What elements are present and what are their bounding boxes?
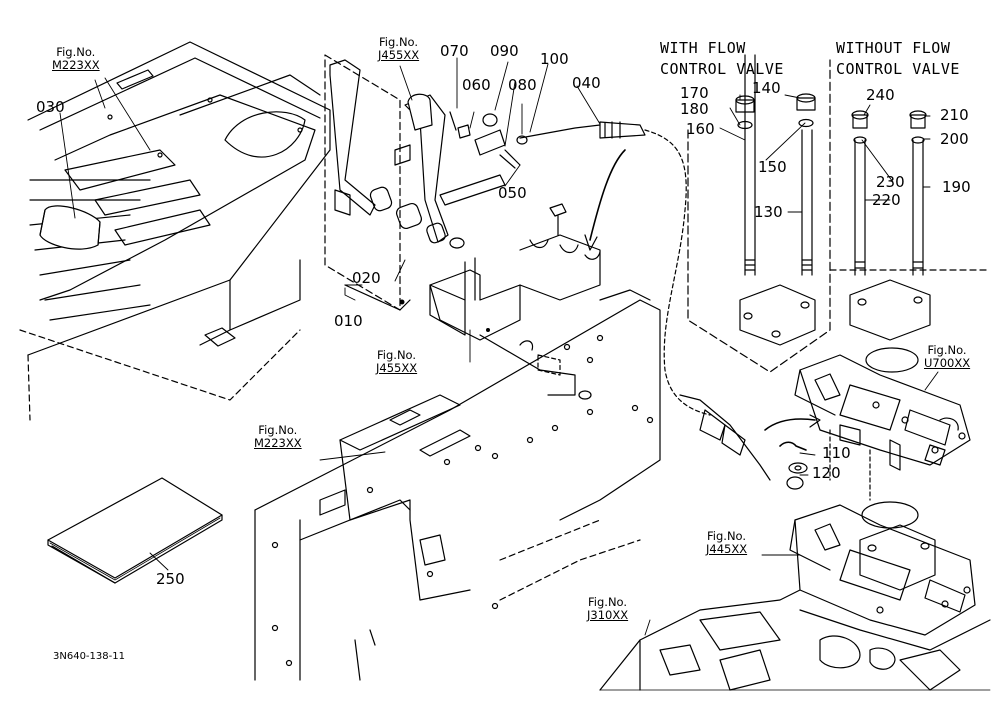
part-label-100: 100 — [540, 50, 569, 68]
part-label-170: 170 — [680, 84, 709, 102]
part-label-190: 190 — [942, 178, 971, 196]
part-label-060: 060 — [462, 76, 491, 94]
with-flow-box — [687, 54, 991, 373]
part-label-110: 110 — [822, 444, 851, 462]
part-label-210: 210 — [940, 106, 969, 124]
fig-ref-m223-mid[interactable]: Fig.No.M223XX — [254, 423, 302, 450]
part-label-010: 010 — [334, 312, 363, 330]
part-label-180: 180 — [680, 100, 709, 118]
fig-ref-u700[interactable]: Fig.No.U700XX — [924, 343, 971, 370]
without-flow-studs — [851, 110, 927, 276]
fig-ref-j310[interactable]: Fig.No.J310XX — [587, 595, 629, 622]
washer-glyphs — [779, 441, 808, 474]
document-id: 3N640-138-11 — [53, 651, 125, 662]
part-label-040: 040 — [572, 74, 601, 92]
valve-assembly-drawing — [794, 279, 971, 501]
part-label-130: 130 — [754, 203, 783, 221]
cable-drawing — [519, 121, 821, 490]
part-label-090: 090 — [490, 42, 519, 60]
fig-ref-m223-top[interactable]: Fig.No.M223XX — [52, 45, 100, 72]
manual-book-drawing — [47, 477, 223, 584]
part-label-200: 200 — [940, 130, 969, 148]
part-label-070: 070 — [440, 42, 469, 60]
header-without-flow: WITHOUT FLOW CONTROL VALVE — [836, 39, 960, 78]
floor-panel-drawing — [19, 41, 331, 421]
fig-ref-j445[interactable]: Fig.No.J445XX — [706, 529, 748, 556]
part-label-220: 220 — [872, 191, 901, 209]
fig-ref-j455-top[interactable]: Fig.No.J455XX — [378, 35, 420, 62]
part-label-080: 080 — [508, 76, 537, 94]
fig-ref-j455-mid[interactable]: Fig.No.J455XX — [376, 348, 418, 375]
lower-valve-drawing — [599, 501, 991, 691]
part-label-250: 250 — [156, 570, 185, 588]
part-label-050: 050 — [498, 184, 527, 202]
bracket-drawing — [429, 203, 601, 400]
part-label-120: 120 — [812, 464, 841, 482]
floor-plate-drawing — [254, 289, 661, 681]
part-label-160: 160 — [686, 120, 715, 138]
part-label-230: 230 — [876, 173, 905, 191]
header-with-flow: WITH FLOW CONTROL VALVE — [660, 39, 784, 78]
part-label-020: 020 — [352, 269, 381, 287]
part-label-240: 240 — [866, 86, 895, 104]
part-label-150: 150 — [758, 158, 787, 176]
part-label-140: 140 — [752, 79, 781, 97]
part-label-030: 030 — [36, 98, 65, 116]
lever-assembly-drawing — [324, 54, 528, 311]
fastener-dots — [399, 299, 490, 332]
leader-lines — [59, 57, 939, 636]
